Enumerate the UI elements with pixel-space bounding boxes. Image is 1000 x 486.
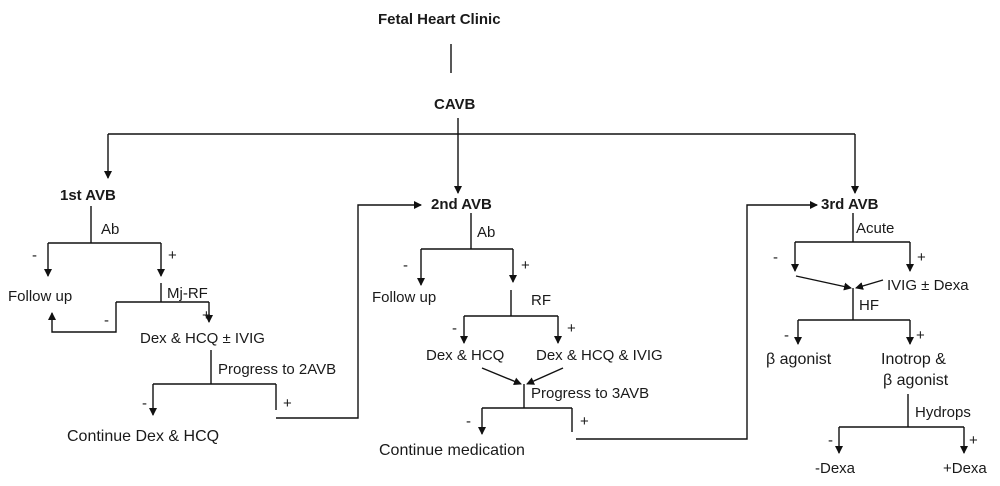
b1-continue: Continue Dex & HCQ — [67, 428, 220, 445]
b2-treatment-b: Dex & HCQ & IVIG — [536, 347, 663, 364]
b3-hyd-minus-sign: - — [828, 432, 833, 449]
b1-progress-label: Progress to 2AVB — [218, 361, 337, 378]
third-avb-node: 3rd AVB — [821, 196, 879, 213]
b3-minus-sign: - — [773, 249, 778, 266]
b1-prog-minus-sign: - — [142, 395, 147, 412]
b3-merge-right — [855, 279, 884, 290]
b1-to-2nd-arrow — [276, 201, 422, 419]
b2-merge-right — [526, 367, 564, 385]
b2-prog-plus-sign: + — [580, 413, 589, 430]
b2-treatment-a: Dex & HCQ — [426, 347, 505, 364]
b1-ab-label: Ab — [101, 221, 120, 238]
first-avb-node: 1st AVB — [60, 187, 116, 204]
b1-mjrf-label: Mj-RF — [167, 285, 208, 302]
b2-follow-up: Follow up — [372, 289, 437, 306]
b3-inotrop-beta: β agonist — [883, 372, 949, 389]
b3-hf-label: HF — [859, 297, 879, 314]
b1-loop-minus-sign: - — [104, 312, 109, 329]
b2-merge-left — [481, 367, 522, 386]
b3-hyd-plus-sign: + — [969, 432, 978, 449]
b2-rf-minus-sign: - — [452, 320, 457, 337]
b2-to-3rd-arrow — [576, 201, 818, 440]
b2-continue: Continue medication — [379, 442, 525, 459]
diagram-title: Fetal Heart Clinic — [378, 11, 501, 28]
cavb-node: CAVB — [434, 96, 476, 113]
b1-treatment: Dex & HCQ ± IVIG — [140, 330, 265, 347]
b1-mjrf-plus-sign: + — [202, 307, 211, 324]
b2-minus-sign: - — [403, 257, 408, 274]
b3-acute-treatment: IVIG ± Dexa — [887, 277, 969, 294]
b3-plus-dexa: +Dexa — [943, 460, 987, 477]
b3-acute-label: Acute — [856, 220, 895, 237]
b1-follow-up: Follow up — [8, 288, 73, 305]
b3-beta-agonist: β agonist — [766, 351, 832, 368]
b1-plus-sign: + — [168, 247, 177, 264]
second-avb-node: 2nd AVB — [431, 196, 492, 213]
b3-plus-sign: + — [917, 249, 926, 266]
b2-prog-minus-sign: - — [466, 413, 471, 430]
b1-prog-plus-sign: + — [283, 395, 292, 412]
b3-merge-left — [795, 275, 852, 291]
b1-minus-sign: - — [32, 247, 37, 264]
b3-inotrop: Inotrop & — [881, 351, 946, 368]
b2-plus-sign: + — [521, 257, 530, 274]
b3-minus-dexa: -Dexa — [815, 460, 856, 477]
b2-rf-plus-sign: + — [567, 320, 576, 337]
b2-progress-label: Progress to 3AVB — [531, 385, 650, 402]
b3-hf-minus-sign: - — [784, 327, 789, 344]
b2-ab-label: Ab — [477, 224, 496, 241]
b3-hydrops-label: Hydrops — [915, 404, 971, 421]
b2-rf-label: RF — [531, 292, 551, 309]
b1-loop-arrow — [48, 302, 117, 333]
b3-hf-plus-sign: + — [916, 327, 925, 344]
